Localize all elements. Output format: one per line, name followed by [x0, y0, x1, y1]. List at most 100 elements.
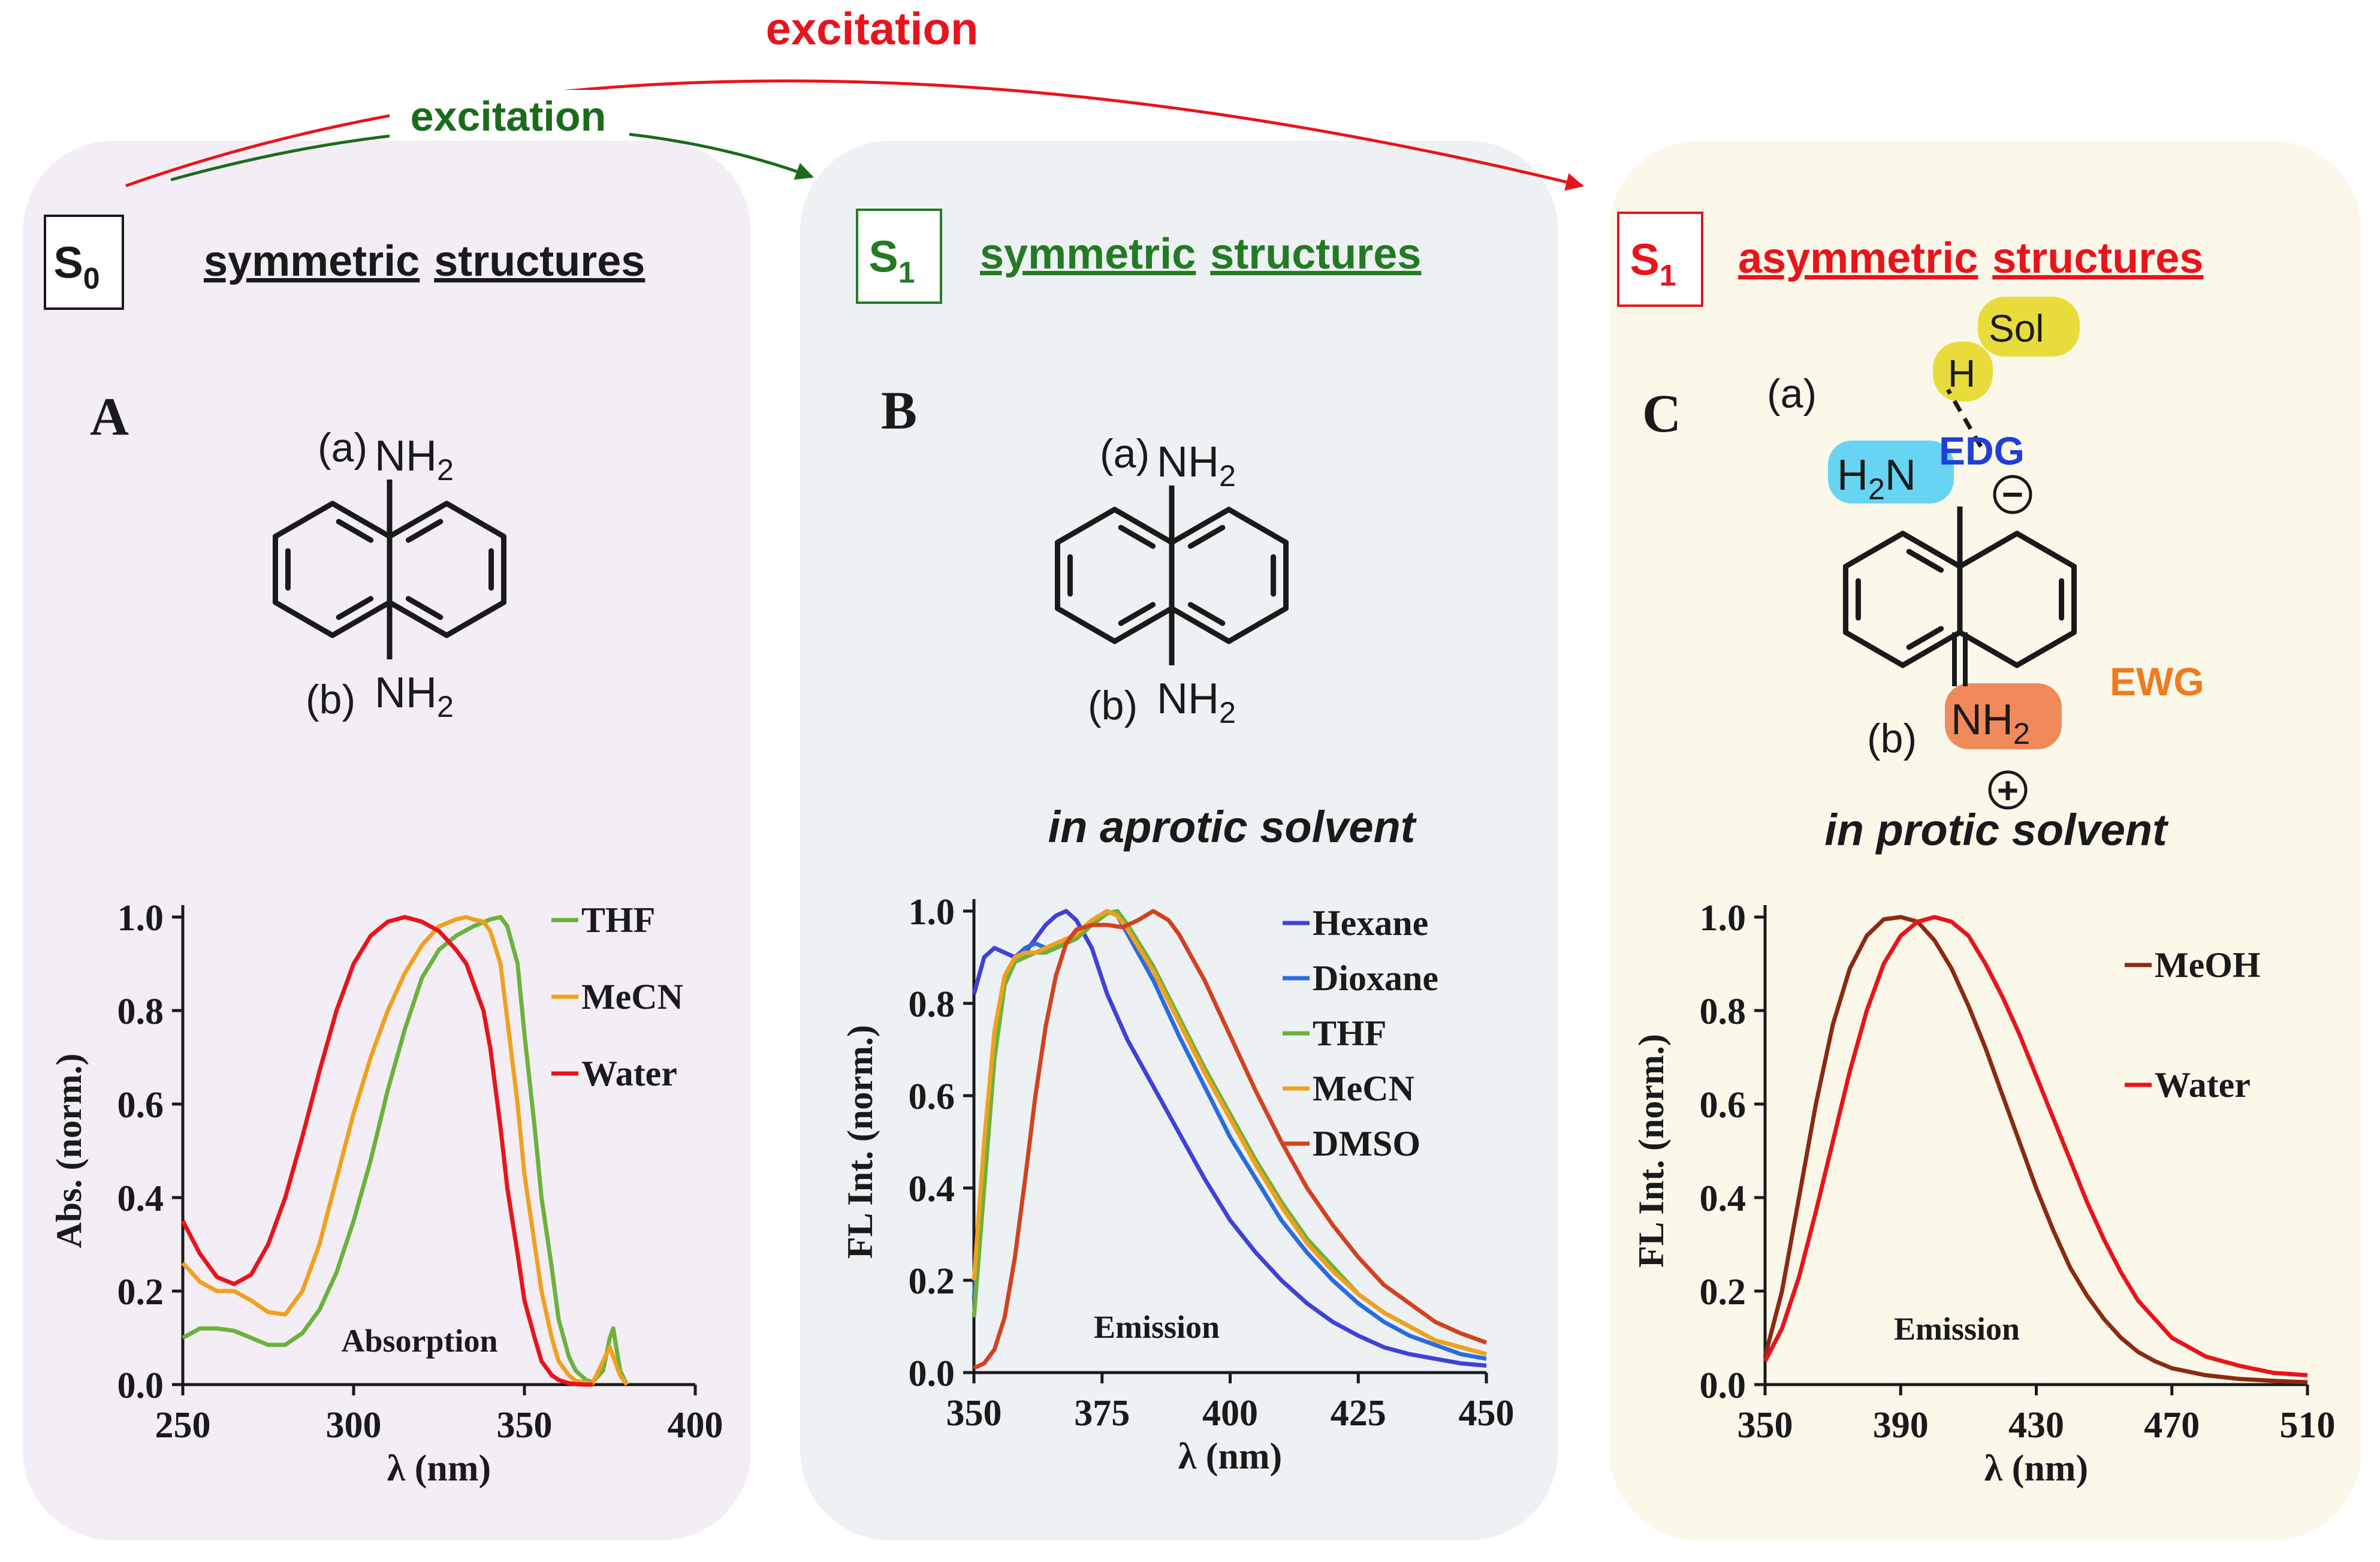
- bond: [1900, 530, 1963, 569]
- positive-charge-sign: +: [1997, 770, 2019, 812]
- y-tick-label: 0.6: [117, 1085, 164, 1126]
- series-line-water: [180, 915, 593, 1387]
- bond: [2014, 530, 2077, 569]
- molecule-b: NH2(a)NH2(b)in aprotic solvent: [1048, 431, 1417, 852]
- chart-annotation: Absorption: [341, 1323, 497, 1359]
- bond: [1054, 605, 1118, 644]
- x-tick-label: 430: [2008, 1405, 2064, 1446]
- amine-group: NH2: [1157, 438, 1236, 493]
- bond: [1169, 605, 1232, 644]
- title-word-1: symmetric: [204, 237, 420, 285]
- x-tick-label: 350: [946, 1393, 1002, 1434]
- panel-b-background: [800, 141, 1558, 1540]
- panel-c-background: [1609, 141, 2361, 1540]
- bond: [1118, 524, 1156, 549]
- hydrogen-bond: [1945, 388, 1983, 448]
- molecule-a: NH2(a)NH2(b): [272, 425, 507, 723]
- x-tick-label: 400: [668, 1405, 723, 1446]
- amine-symbol: H: [1837, 451, 1868, 499]
- series-line-mecn: [181, 915, 629, 1386]
- legend-label-dioxane: Dioxane: [1313, 958, 1438, 998]
- panel-letter: B: [881, 381, 917, 441]
- ewg-label: EWG: [2110, 659, 2204, 704]
- bond: [336, 518, 374, 543]
- h-highlight: [1933, 342, 1993, 402]
- bond: [1187, 524, 1226, 549]
- bond: [272, 599, 336, 638]
- x-axis-label: λ (nm): [387, 1448, 491, 1489]
- position-label-a: (a): [1100, 431, 1150, 477]
- state-letter: S: [1630, 235, 1659, 285]
- amine-subscript: 2: [437, 453, 454, 487]
- negative-charge-sign: −: [2002, 474, 2023, 515]
- bond: [1226, 605, 1289, 644]
- x-tick-label: 425: [1331, 1393, 1386, 1434]
- legend-label-hexane: Hexane: [1313, 903, 1428, 943]
- state-label: S0: [53, 238, 99, 295]
- amine-group: NH2: [375, 432, 454, 487]
- y-tick-label: 0.0: [117, 1365, 164, 1406]
- amine-group: NH2: [1951, 696, 2030, 750]
- amine-subscript: 2: [437, 689, 454, 723]
- legend-label-thf: THF: [1313, 1014, 1386, 1053]
- y-tick-label: 1.0: [117, 898, 164, 939]
- y-axis-label: FL Int. (norm.): [840, 1025, 880, 1259]
- y-tick-label: 0.8: [1700, 991, 1746, 1032]
- x-tick-label: 350: [1738, 1405, 1793, 1446]
- amine-symbol: NH: [1157, 438, 1219, 486]
- x-tick-label: 375: [1074, 1393, 1130, 1434]
- bond: [336, 596, 374, 620]
- amine-tail: N: [1885, 451, 1916, 499]
- amine-subscript: 2: [1219, 459, 1236, 493]
- bond: [405, 596, 444, 620]
- bond: [1842, 530, 1906, 569]
- y-axis-label: FL Int. (norm.): [1631, 1034, 1671, 1268]
- bond: [1054, 506, 1118, 545]
- title-word-2: structures: [1210, 230, 1421, 278]
- series-line-mecn: [972, 909, 1487, 1356]
- bond: [1169, 506, 1232, 545]
- amine-symbol: NH: [1157, 675, 1219, 723]
- state-subscript: 1: [1660, 259, 1676, 293]
- legend-label-thf: THF: [581, 900, 655, 940]
- amine-subscript: 2: [1219, 695, 1236, 729]
- bond: [272, 500, 336, 539]
- panel-letter: A: [90, 387, 129, 447]
- bond: [387, 599, 450, 638]
- chart-annotation: Emission: [1094, 1309, 1220, 1345]
- excitation-arrows: excitation excitation: [125, 0, 1584, 191]
- title-word-1: asymmetric: [1738, 234, 1978, 282]
- solvent-note: in protic solvent: [1824, 805, 2169, 855]
- y-tick-label: 0.2: [117, 1272, 164, 1313]
- x-tick-label: 390: [1873, 1405, 1929, 1446]
- x-tick-label: 510: [2280, 1405, 2336, 1446]
- bond: [1112, 506, 1175, 545]
- legend-label-water: Water: [2155, 1065, 2251, 1105]
- bond: [387, 500, 450, 539]
- x-tick-label: 250: [155, 1405, 211, 1446]
- y-tick-label: 0.4: [909, 1169, 955, 1210]
- state-subscript: 1: [898, 256, 915, 290]
- state-label: S1: [1630, 235, 1676, 293]
- amine-subscript: 2: [1868, 472, 1885, 506]
- bond: [1957, 629, 2020, 668]
- edg-label: EDG: [1939, 429, 2025, 473]
- legend-label-mecn: MeCN: [581, 977, 683, 1017]
- y-tick-label: 0.0: [1700, 1365, 1746, 1406]
- legend-label-meoh: MeOH: [2155, 945, 2261, 985]
- title-word-2: structures: [434, 237, 645, 285]
- positive-charge-icon: [1988, 770, 2028, 810]
- bond: [1957, 530, 2020, 569]
- x-tick-label: 350: [497, 1405, 553, 1446]
- bond: [1187, 602, 1226, 626]
- panel-title: symmetric structures: [204, 237, 645, 285]
- legend-label-water: Water: [581, 1054, 677, 1093]
- bond: [444, 599, 507, 638]
- solvent-label: Sol: [1989, 307, 2044, 350]
- series-line-dioxane: [972, 909, 1487, 1361]
